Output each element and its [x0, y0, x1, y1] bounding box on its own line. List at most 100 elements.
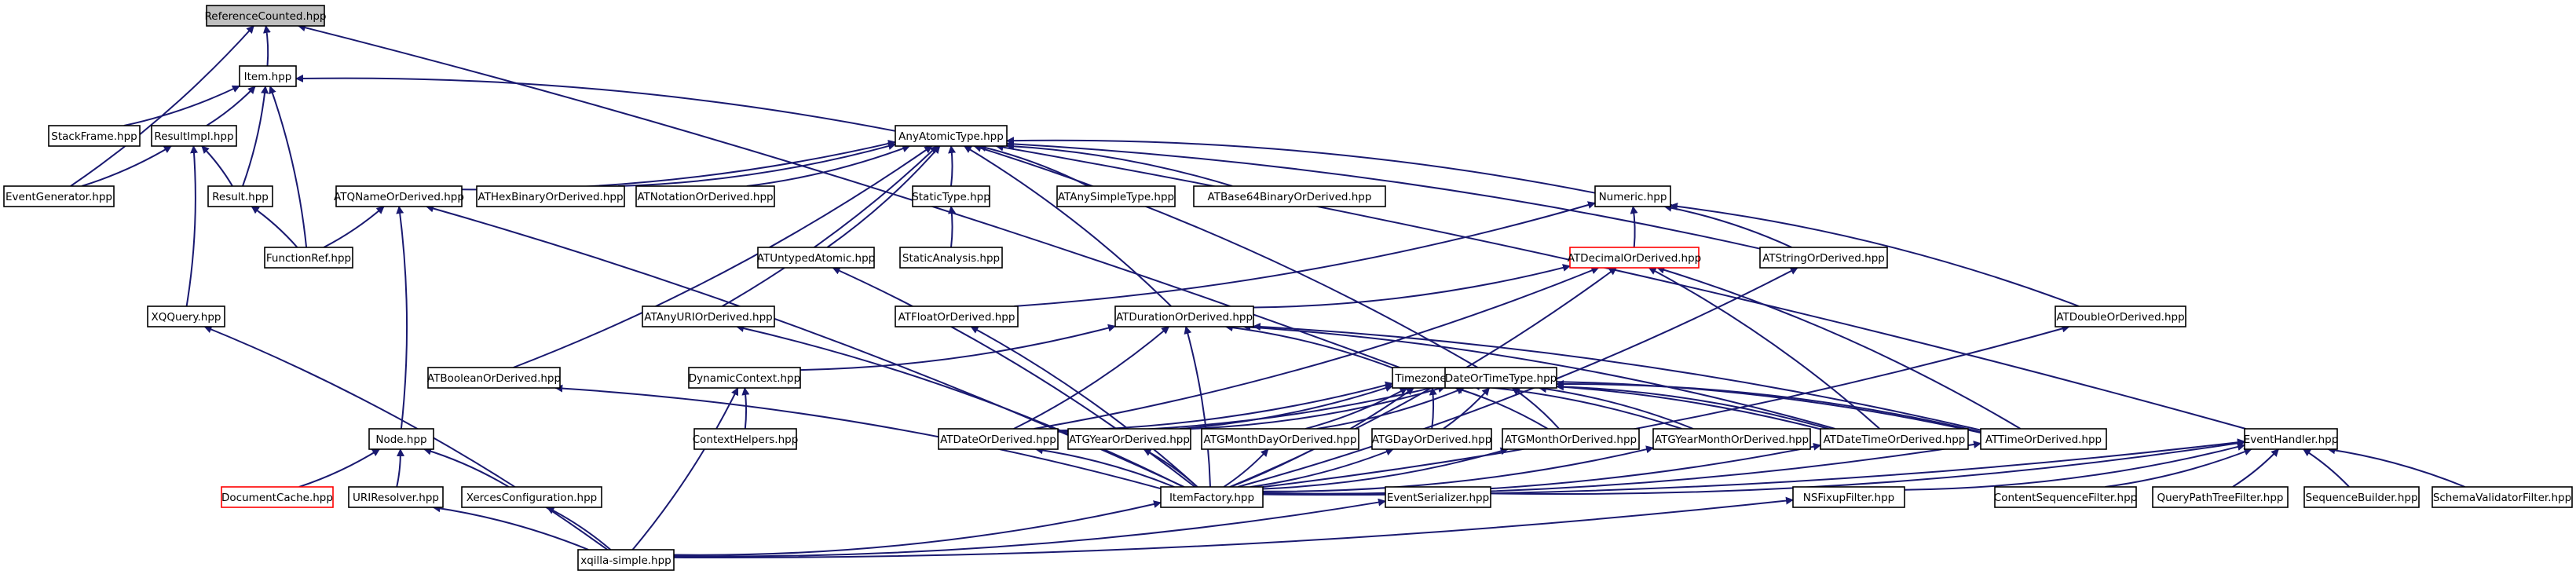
node-box-atfloat[interactable]	[895, 305, 1019, 327]
node-querypathtree[interactable]: QueryPathTreeFilter.hpp	[2152, 486, 2289, 508]
node-box-xqquery[interactable]	[147, 305, 225, 327]
node-box-nsfixup[interactable]	[1792, 486, 1905, 508]
node-box-atanysimple[interactable]	[1056, 185, 1176, 207]
node-atnotation[interactable]: ATNotationOrDerived.hpp	[635, 185, 775, 207]
node-box-result[interactable]	[207, 185, 273, 207]
node-box-atgyear[interactable]	[1067, 428, 1191, 450]
node-box-atdatetime[interactable]	[1820, 428, 1969, 450]
node-box-stackframe[interactable]	[48, 125, 141, 147]
node-schemavalidator[interactable]: SchemaValidatorFilter.hpp	[2431, 486, 2573, 508]
node-functionref[interactable]: FunctionRef.hpp	[264, 247, 353, 269]
node-box-eventserializer[interactable]	[1385, 486, 1491, 508]
node-box-schemavalidator[interactable]	[2431, 486, 2573, 508]
node-atstring[interactable]: ATStringOrDerived.hpp	[1759, 247, 1888, 269]
node-box-atbase64[interactable]	[1193, 185, 1386, 207]
node-uriresolver[interactable]: URIResolver.hpp	[348, 486, 444, 508]
node-atdouble[interactable]: ATDoubleOrDerived.hpp	[2055, 305, 2186, 327]
node-box-eventgen[interactable]	[3, 185, 115, 207]
node-dateortime[interactable]: DateOrTimeType.hpp	[1444, 367, 1557, 389]
node-atgday[interactable]: ATGDayOrDerived.hpp	[1371, 428, 1492, 450]
node-box-staticanalysis[interactable]	[899, 247, 1003, 269]
node-box-xqillasimple[interactable]	[577, 549, 675, 571]
node-box-dateortime[interactable]	[1444, 367, 1557, 389]
node-doccache[interactable]: DocumentCache.hpp	[221, 486, 334, 508]
node-box-contentseq[interactable]	[1994, 486, 2137, 508]
node-atboolean[interactable]: ATBooleanOrDerived.hpp	[427, 367, 561, 389]
node-box-atanyuri[interactable]	[642, 305, 775, 327]
node-resultimpl[interactable]: ResultImpl.hpp	[151, 125, 237, 147]
node-xercesconfig[interactable]: XercesConfiguration.hpp	[461, 486, 602, 508]
node-box-atduration[interactable]	[1114, 305, 1254, 327]
node-box-functionref[interactable]	[264, 247, 353, 269]
node-box-item[interactable]	[239, 65, 297, 87]
node-box-atgyearmonth[interactable]	[1652, 428, 1811, 450]
node-atbase64[interactable]: ATBase64BinaryOrDerived.hpp	[1193, 185, 1386, 207]
node-atqname[interactable]: ATQNameOrDerived.hpp	[334, 185, 464, 207]
node-box-athexbin[interactable]	[476, 185, 625, 207]
node-atdecimal[interactable]: ATDecimalOrDerived.hpp	[1568, 247, 1702, 269]
node-eventserializer[interactable]: EventSerializer.hpp	[1385, 486, 1491, 508]
node-box-atstring[interactable]	[1759, 247, 1888, 269]
node-box-atdate[interactable]	[938, 428, 1059, 450]
node-xqquery[interactable]: XQQuery.hpp	[147, 305, 225, 327]
node-box-querypathtree[interactable]	[2152, 486, 2289, 508]
node-anyatomic[interactable]: AnyAtomicType.hpp	[895, 125, 1008, 147]
node-atfloat[interactable]: ATFloatOrDerived.hpp	[895, 305, 1019, 327]
node-contentseq[interactable]: ContentSequenceFilter.hpp	[1994, 486, 2137, 508]
node-atanyuri[interactable]: ATAnyURIOrDerived.hpp	[642, 305, 775, 327]
node-atgmonth[interactable]: ATGMonthOrDerived.hpp	[1502, 428, 1640, 450]
node-box-refcounted[interactable]	[206, 5, 325, 27]
node-node[interactable]: Node.hpp	[368, 428, 434, 450]
node-box-atdouble[interactable]	[2055, 305, 2186, 327]
node-seqbuilder[interactable]: SequenceBuilder.hpp	[2303, 486, 2420, 508]
node-numeric[interactable]: Numeric.hpp	[1594, 185, 1671, 207]
node-box-atdecimal[interactable]	[1569, 247, 1700, 269]
node-box-itemfactory[interactable]	[1160, 486, 1264, 508]
node-box-atnotation[interactable]	[635, 185, 775, 207]
node-attime[interactable]: ATTimeOrDerived.hpp	[1980, 428, 2107, 450]
node-result[interactable]: Result.hpp	[207, 185, 273, 207]
node-athexbin[interactable]: ATHexBinaryOrDerived.hpp	[476, 185, 625, 207]
node-box-attime[interactable]	[1980, 428, 2107, 450]
node-box-seqbuilder[interactable]	[2303, 486, 2420, 508]
node-nsfixup[interactable]: NSFixupFilter.hpp	[1792, 486, 1905, 508]
node-item[interactable]: Item.hpp	[239, 65, 297, 87]
node-dyncontext[interactable]: DynamicContext.hpp	[688, 367, 801, 389]
node-atdatetime[interactable]: ATDateTimeOrDerived.hpp	[1820, 428, 1969, 450]
node-label-dyncontext: DynamicContext.hpp	[689, 372, 800, 385]
node-box-atqname[interactable]	[335, 185, 463, 207]
node-box-xercesconfig[interactable]	[461, 486, 602, 508]
node-atanysimple[interactable]: ATAnySimpleType.hpp	[1056, 185, 1176, 207]
node-eventgen[interactable]: EventGenerator.hpp	[3, 185, 115, 207]
node-box-node[interactable]	[368, 428, 434, 450]
node-box-atgmonth[interactable]	[1502, 428, 1640, 450]
node-xqillasimple[interactable]: xqilla-simple.hpp	[577, 549, 675, 571]
node-box-contexthelpers[interactable]	[693, 428, 797, 450]
node-box-uriresolver[interactable]	[348, 486, 444, 508]
node-staticanalysis[interactable]: StaticAnalysis.hpp	[899, 247, 1003, 269]
node-refcounted[interactable]: ReferenceCounted.hpp	[205, 5, 327, 27]
node-label-xqquery: XQQuery.hpp	[152, 311, 221, 324]
node-box-doccache[interactable]	[221, 486, 334, 508]
node-box-eventhandler[interactable]	[2244, 428, 2338, 450]
node-atgyearmonth[interactable]: ATGYearMonthOrDerived.hpp	[1652, 428, 1811, 450]
node-atgmonthday[interactable]: ATGMonthDayOrDerived.hpp	[1201, 428, 1359, 450]
node-box-atboolean[interactable]	[427, 367, 561, 389]
node-box-atuntyped[interactable]	[757, 247, 875, 269]
node-box-anyatomic[interactable]	[895, 125, 1008, 147]
node-box-resultimpl[interactable]	[151, 125, 237, 147]
node-statictype[interactable]: StaticType.hpp	[912, 185, 990, 207]
node-atduration[interactable]: ATDurationOrDerived.hpp	[1114, 305, 1254, 327]
node-stackframe[interactable]: StackFrame.hpp	[48, 125, 141, 147]
node-atuntyped[interactable]: ATUntypedAtomic.hpp	[757, 247, 875, 269]
node-atdate[interactable]: ATDateOrDerived.hpp	[938, 428, 1059, 450]
node-box-statictype[interactable]	[912, 185, 990, 207]
node-contexthelpers[interactable]: ContextHelpers.hpp	[693, 428, 799, 450]
node-box-atgday[interactable]	[1371, 428, 1492, 450]
node-atgyear[interactable]: ATGYearOrDerived.hpp	[1067, 428, 1191, 450]
node-itemfactory[interactable]: ItemFactory.hpp	[1160, 486, 1264, 508]
node-box-numeric[interactable]	[1594, 185, 1671, 207]
node-box-dyncontext[interactable]	[688, 367, 801, 389]
node-box-atgmonthday[interactable]	[1201, 428, 1359, 450]
node-eventhandler[interactable]: EventHandler.hpp	[2244, 428, 2339, 450]
